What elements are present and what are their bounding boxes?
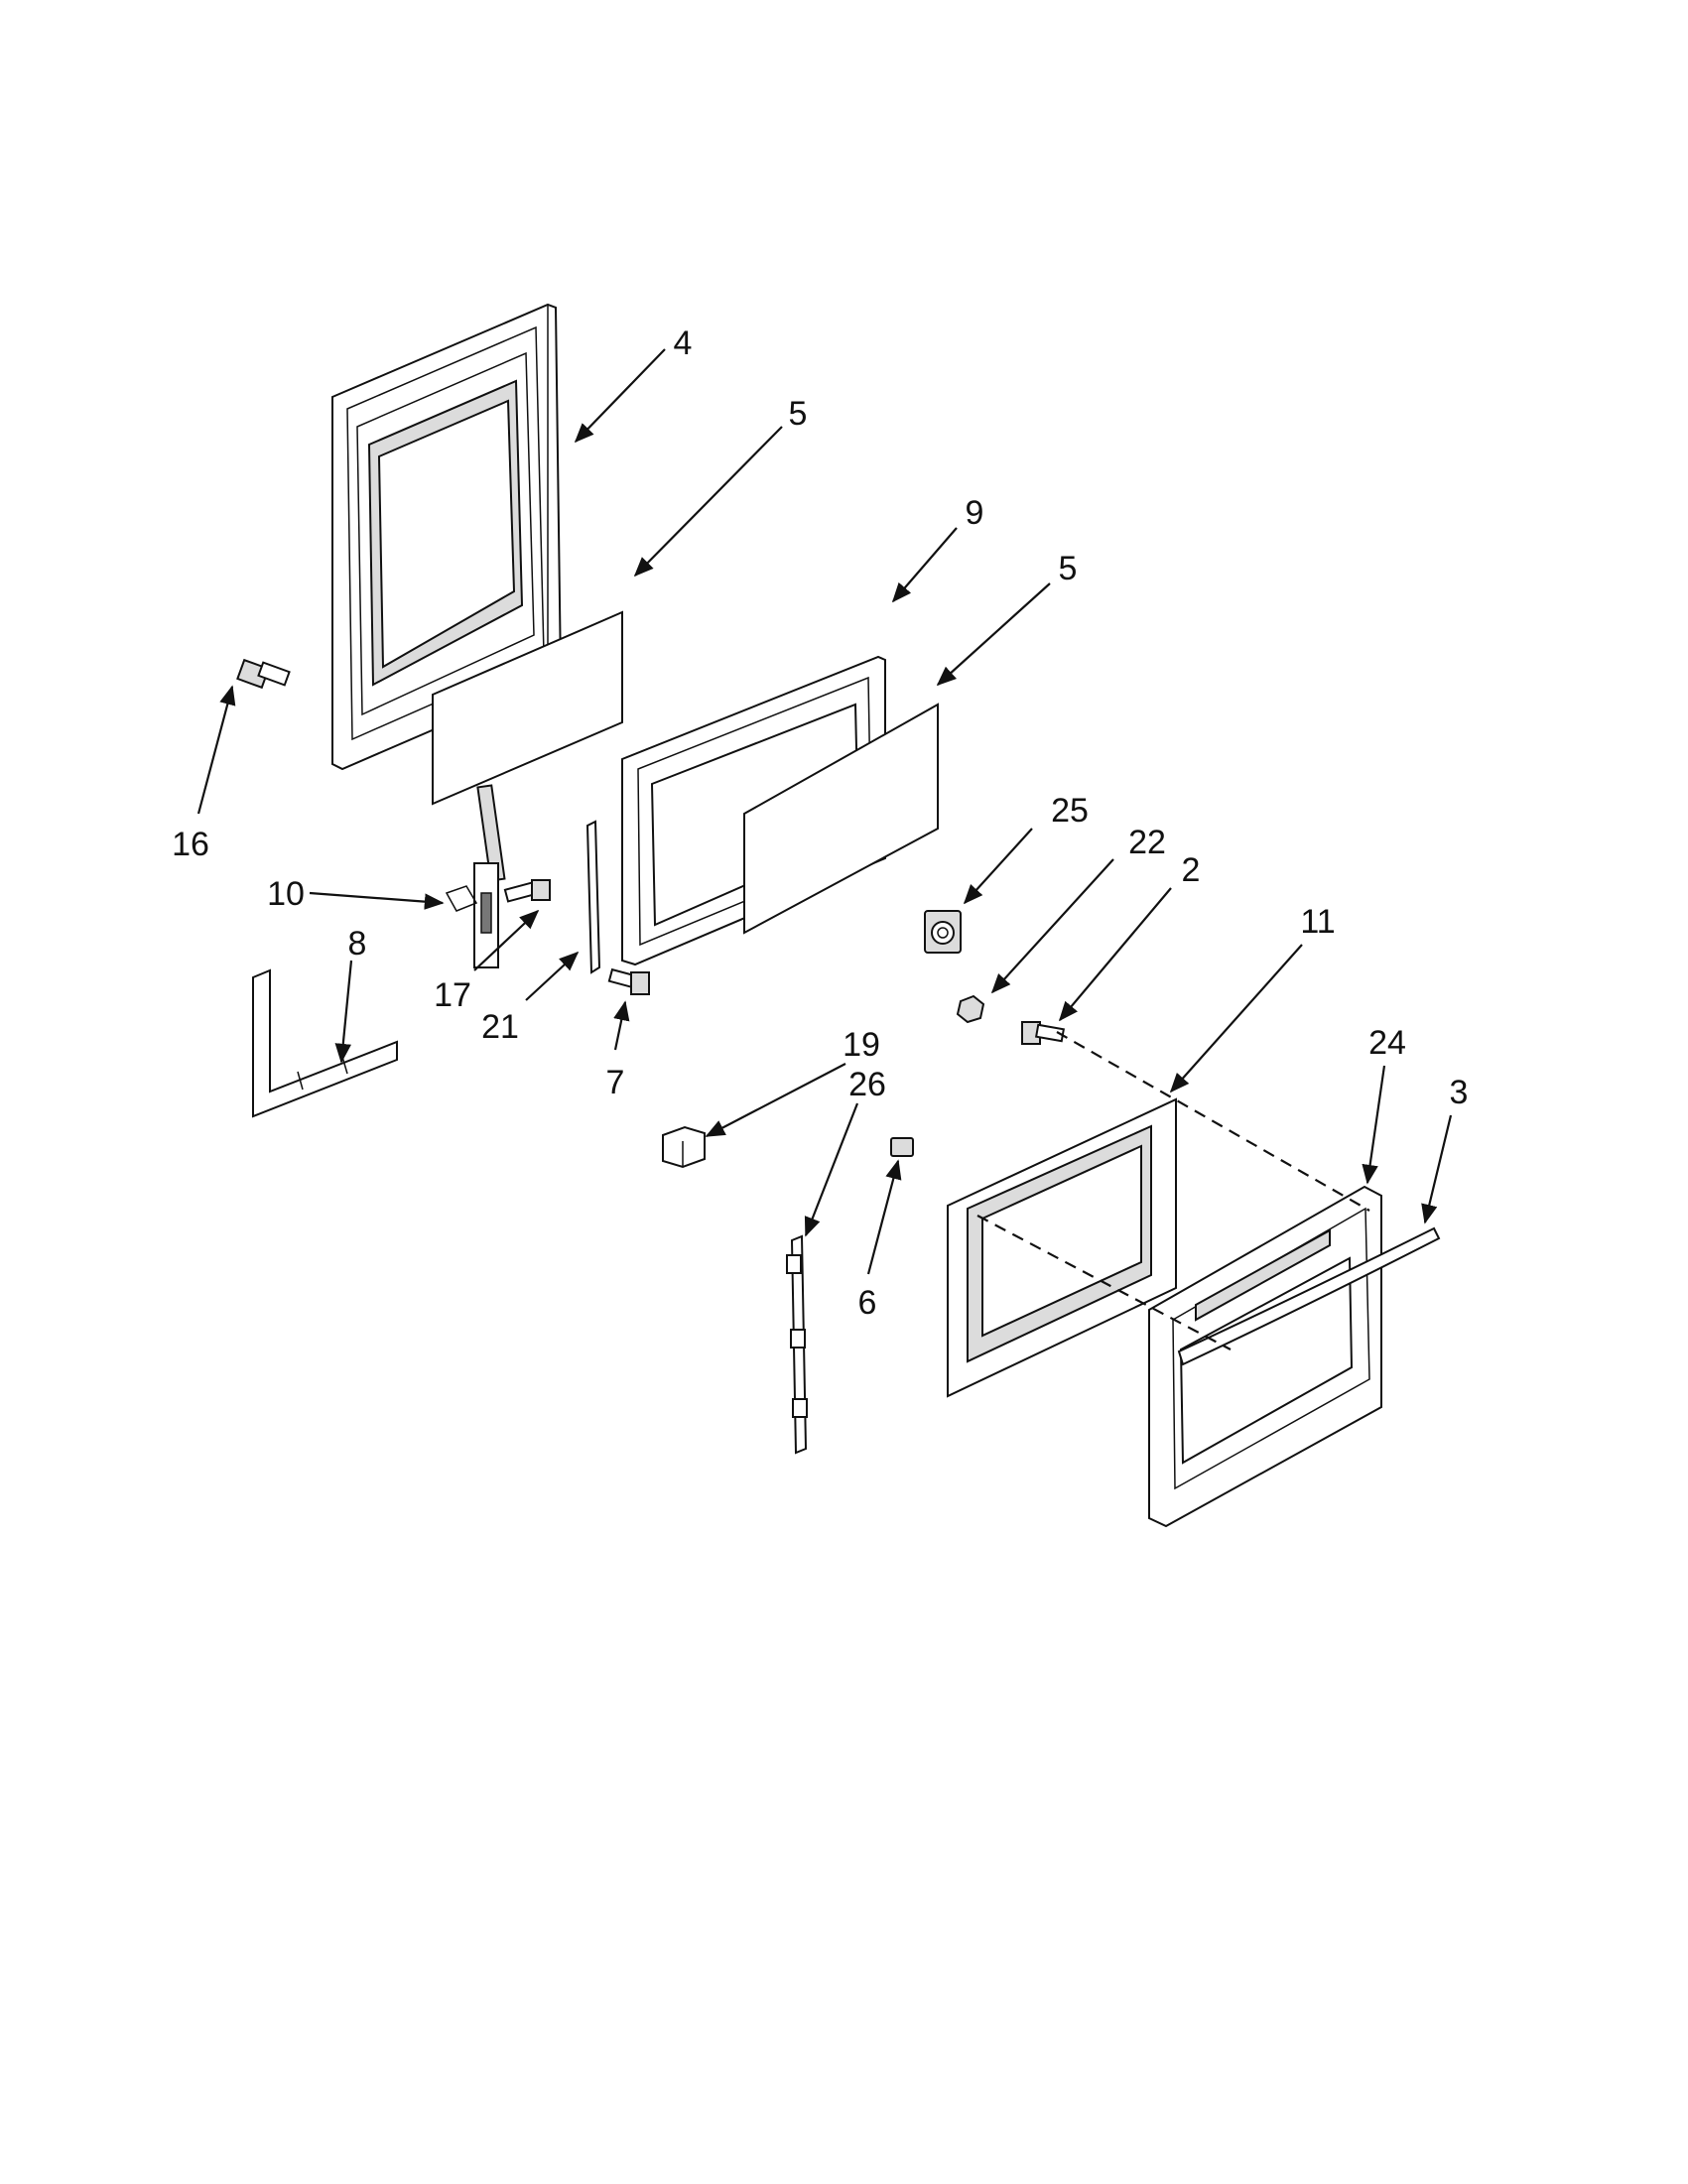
callout-labels: 4 5 9 5 16 10 8 17 21 7 25 22 2 11 19 26… <box>172 324 1468 1322</box>
callout-2: 2 <box>1182 851 1201 889</box>
leader-lines <box>196 348 1453 1275</box>
part-7-screw <box>607 967 650 995</box>
callout-22: 22 <box>1128 824 1166 861</box>
part-8-gasket <box>252 968 398 1118</box>
part-24-outer-door <box>1148 1185 1382 1528</box>
callout-5: 5 <box>789 395 808 433</box>
part-25-knob <box>924 910 962 954</box>
callout-4: 4 <box>674 324 693 362</box>
callout-10: 10 <box>267 875 305 913</box>
callout-5-b: 5 <box>1059 550 1078 587</box>
part-5-glass-panel <box>432 610 623 806</box>
callout-8: 8 <box>348 925 367 963</box>
callout-16: 16 <box>172 826 209 863</box>
part-19-block <box>662 1125 706 1169</box>
part-4-inner-door <box>331 303 563 771</box>
part-3-handle <box>1177 1226 1441 1366</box>
callout-3: 3 <box>1450 1074 1469 1111</box>
callout-19: 19 <box>843 1026 880 1064</box>
callout-21: 21 <box>481 1008 519 1046</box>
part-22-nut <box>956 994 985 1024</box>
part-5-glass-panel-2 <box>743 703 939 935</box>
part-17-screw <box>503 879 551 903</box>
part-2-screw <box>1021 1021 1066 1045</box>
part-10-hinge <box>445 784 506 968</box>
callout-7: 7 <box>606 1064 625 1101</box>
callout-26: 26 <box>848 1066 886 1103</box>
part-11-outer-glass <box>947 1097 1177 1398</box>
callout-25: 25 <box>1051 792 1089 830</box>
part-6-clip <box>890 1137 914 1157</box>
callout-6: 6 <box>858 1284 877 1322</box>
callout-11: 11 <box>1300 903 1335 941</box>
part-21-trim-strip <box>585 820 601 974</box>
alignment-lines <box>976 1031 1370 1350</box>
callout-24: 24 <box>1368 1024 1406 1062</box>
callout-9: 9 <box>966 494 984 532</box>
part-16-screw <box>236 658 291 690</box>
part-26-bracket <box>786 1234 808 1455</box>
callout-17: 17 <box>434 976 471 1014</box>
